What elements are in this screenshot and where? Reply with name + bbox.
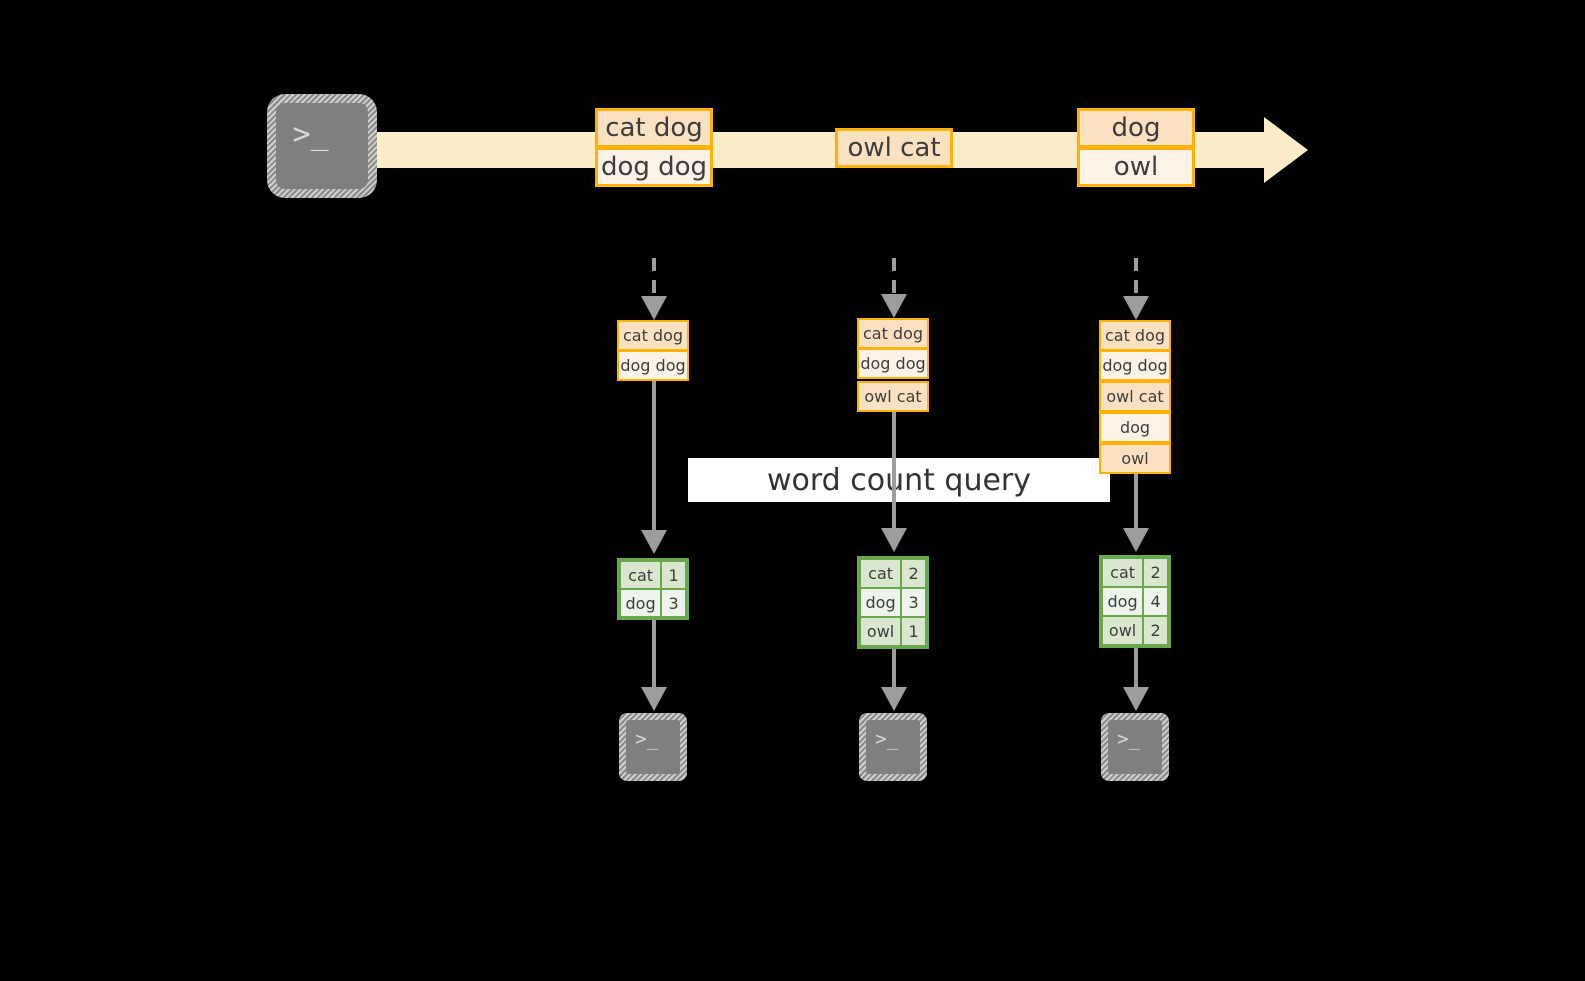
snapshot-1-sink-connector — [652, 620, 656, 690]
terminal-prompt: >_ — [1117, 727, 1141, 750]
terminal-prompt: >_ — [292, 117, 329, 153]
snapshot-3-query-arrowhead — [1123, 528, 1149, 552]
snapshot-3-input-line-3: owl cat — [1099, 381, 1171, 412]
terminal-prompt: >_ — [635, 727, 659, 750]
snapshot-3-sink-terminal-icon[interactable]: >_ — [1101, 713, 1169, 781]
result-count-cell: 2 — [900, 558, 927, 589]
snapshot-3-tap-connector — [1134, 258, 1138, 300]
snapshot-3-input-line-2: dog dog — [1099, 350, 1171, 381]
result-word-cell: dog — [859, 587, 903, 618]
snapshot-2-query-connector — [892, 412, 896, 532]
result-word-cell: dog — [1101, 586, 1145, 617]
source-terminal-icon[interactable]: >_ — [267, 94, 377, 198]
table-row: owl 1 — [859, 616, 927, 647]
snapshot-3-input-line-1: cat dog — [1099, 320, 1171, 351]
snapshot-3-tap-arrowhead — [1123, 296, 1149, 320]
stream-record-2-line-1: owl cat — [835, 128, 953, 168]
result-count-cell: 1 — [660, 560, 687, 590]
snapshot-3-sink-arrowhead — [1123, 687, 1149, 711]
result-count-cell: 3 — [900, 587, 927, 618]
snapshot-2-sink-connector — [892, 649, 896, 691]
result-word-cell: owl — [1101, 615, 1145, 646]
table-row: cat 2 — [1101, 557, 1169, 588]
snapshot-2-sink-terminal-icon[interactable]: >_ — [859, 713, 927, 781]
result-count-cell: 2 — [1142, 615, 1169, 646]
snapshot-3-input-line-5: owl — [1099, 443, 1171, 474]
snapshot-1-query-arrowhead — [641, 530, 667, 554]
table-row: dog 3 — [859, 587, 927, 618]
snapshot-1-tap-connector — [652, 258, 656, 300]
stream-record-3-line-1: dog — [1077, 108, 1195, 148]
snapshot-3-input-line-4: dog — [1099, 412, 1171, 443]
table-row: owl 2 — [1101, 615, 1169, 646]
terminal-screen — [866, 720, 920, 774]
table-row: dog 4 — [1101, 586, 1169, 617]
snapshot-1-sink-terminal-icon[interactable]: >_ — [619, 713, 687, 781]
snapshot-2-tap-arrowhead — [881, 294, 907, 318]
snapshot-3-sink-connector — [1134, 648, 1138, 692]
snapshot-3-result-table: cat 2 dog 4 owl 2 — [1099, 555, 1171, 648]
stream-record-1-line-2: dog dog — [595, 147, 713, 187]
snapshot-1-sink-arrowhead — [641, 687, 667, 711]
snapshot-2-input-line-3: owl cat — [857, 381, 929, 412]
terminal-screen — [1108, 720, 1162, 774]
table-row: cat 1 — [619, 560, 687, 590]
snapshot-1-tap-arrowhead — [641, 296, 667, 320]
stream-band-arrowhead — [1264, 117, 1308, 183]
snapshot-2-input-line-1: cat dog — [857, 318, 929, 349]
result-count-cell: 2 — [1142, 557, 1169, 588]
terminal-prompt: >_ — [875, 727, 899, 750]
result-word-cell: owl — [859, 616, 903, 647]
result-count-cell: 1 — [900, 616, 927, 647]
result-word-cell: dog — [619, 588, 663, 618]
snapshot-2-tap-connector — [892, 258, 896, 300]
snapshot-2-result-table: cat 2 dog 3 owl 1 — [857, 556, 929, 649]
table-row: dog 3 — [619, 588, 687, 618]
snapshot-1-input-line-1: cat dog — [617, 320, 689, 351]
result-word-cell: cat — [859, 558, 903, 589]
query-banner: word count query — [688, 458, 1110, 502]
terminal-screen — [626, 720, 680, 774]
stream-record-3-line-2: owl — [1077, 147, 1195, 187]
result-count-cell: 4 — [1142, 586, 1169, 617]
terminal-screen — [276, 103, 368, 189]
stream-record-1-line-1: cat dog — [595, 108, 713, 148]
result-word-cell: cat — [1101, 557, 1145, 588]
snapshot-1-result-table: cat 1 dog 3 — [617, 558, 689, 620]
snapshot-2-sink-arrowhead — [881, 687, 907, 711]
snapshot-2-input-line-2: dog dog — [857, 348, 929, 379]
table-row: cat 2 — [859, 558, 927, 589]
snapshot-1-query-connector — [652, 381, 656, 533]
result-word-cell: cat — [619, 560, 663, 590]
snapshot-1-input-line-2: dog dog — [617, 350, 689, 381]
result-count-cell: 3 — [660, 588, 687, 618]
snapshot-2-query-arrowhead — [881, 528, 907, 552]
snapshot-3-query-connector — [1134, 474, 1138, 532]
query-banner-label: word count query — [766, 462, 1032, 498]
